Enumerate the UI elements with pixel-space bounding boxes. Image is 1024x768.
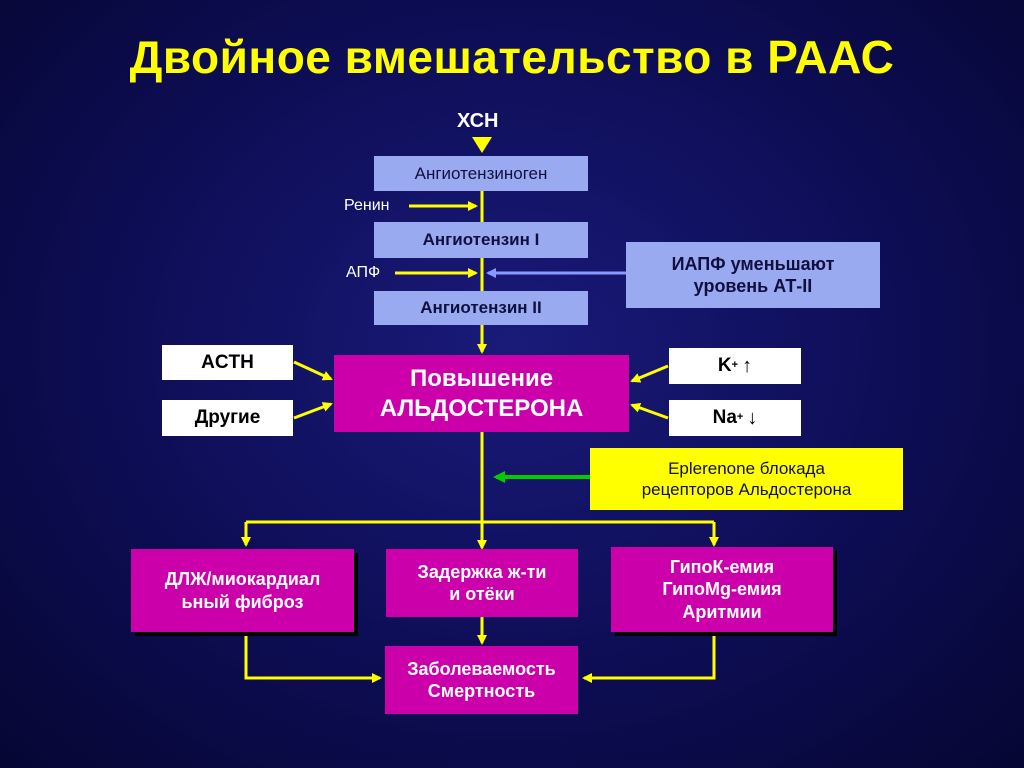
acth-arrow — [293, 360, 333, 381]
outcome-box: Заболеваемость Смертность — [385, 646, 578, 714]
arrow-down-icon: ↓ — [747, 406, 758, 429]
arrow-up-icon: ↑ — [742, 354, 753, 377]
ace-inhibitor-note-line2: уровень АТ-II — [693, 276, 813, 296]
potassium-label: K — [717, 355, 732, 377]
ace-inhibitor-note-line1: ИАПФ уменьшают — [671, 253, 835, 274]
lvh-fibrosis-line2: ьный фиброз — [181, 591, 304, 612]
hypomagnesemia-label: ГипоMg-емия — [662, 579, 782, 600]
aldosterone-line2: АЛЬДОСТЕРОНА — [379, 394, 584, 422]
acth-box: ACTH — [162, 345, 293, 380]
mortality-label: Смертность — [427, 681, 536, 701]
sodium-box: Na+↓ — [669, 400, 801, 436]
arrhythmia-label: Аритмии — [682, 601, 762, 622]
others-label: Другие — [194, 407, 261, 429]
eplerenone-line2: рецепторов Альдостерона — [641, 480, 852, 499]
angiotensinogen-label: Ангиотензиноген — [414, 163, 548, 183]
angiotensin-1-box: Ангиотензин I — [374, 222, 588, 258]
eplerenone-line1: Eplerenone блокада — [668, 458, 825, 478]
morbidity-label: Заболеваемость — [407, 658, 556, 679]
right-to-outcome — [582, 632, 716, 683]
angiotensin-1-label: Ангиотензин I — [422, 230, 540, 250]
angiotensin-2-label: Ангиотензин II — [420, 298, 542, 318]
ace-inhibitor-note: ИАПФ уменьшают уровень АТ-II — [626, 242, 880, 308]
aldosterone-line1: Повышение — [409, 364, 554, 392]
sodium-label: Na — [712, 407, 737, 429]
potassium-charge: + — [731, 359, 739, 372]
xch-triangle-marker — [472, 137, 492, 153]
others-box: Другие — [162, 400, 293, 436]
eplerenone-note: Eplerenone блокада рецепторов Альдостеро… — [590, 448, 903, 510]
hypokalemia-label: ГипоК-емия — [669, 556, 775, 577]
angiotensin-2-box: Ангиотензин II — [374, 291, 588, 325]
aldosterone-increase-box: Повышение АЛЬДОСТЕРОНА — [334, 355, 629, 432]
na-arrow — [630, 403, 669, 420]
others-arrow — [293, 402, 333, 420]
fluid-retention-line2: и отёки — [449, 584, 515, 604]
ace-label: АПФ — [346, 264, 381, 281]
acth-label: ACTH — [201, 351, 254, 373]
fluid-retention-box: Задержка ж-ти и отёки — [386, 549, 578, 617]
left-to-outcome — [244, 632, 382, 683]
lvh-fibrosis-box: ДЛЖ/миокардиал ьный фиброз — [131, 549, 354, 632]
slide-title: Двойное вмешательство в РААС — [129, 31, 895, 83]
angiotensinogen-box: Ангиотензиноген — [374, 156, 588, 191]
k-arrow — [630, 364, 669, 383]
chf-label: ХСН — [457, 110, 499, 132]
electrolyte-arrhythmia-box: ГипоК-емия ГипоMg-емия Аритмии — [611, 547, 833, 632]
lvh-fibrosis-line1: ДЛЖ/миокардиал — [164, 569, 321, 589]
sodium-charge: + — [736, 411, 744, 424]
fluid-retention-line1: Задержка ж-ти — [417, 561, 547, 582]
renin-label: Ренин — [344, 197, 390, 214]
potassium-box: K+↑ — [669, 348, 801, 384]
